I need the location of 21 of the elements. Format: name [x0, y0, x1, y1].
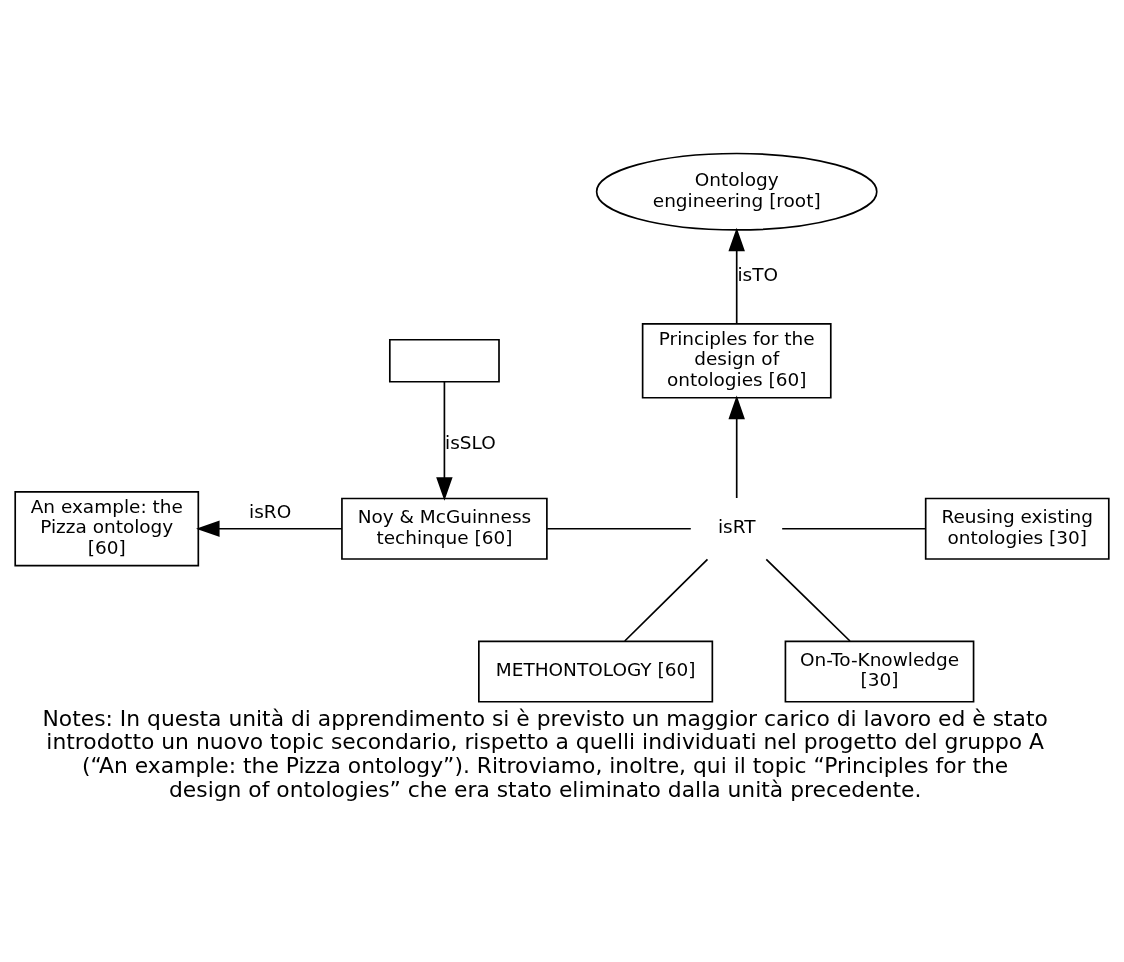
edge-label: isSLO	[445, 431, 496, 453]
node-ellipse: Ontology engineering [root]	[595, 152, 878, 231]
connector	[781, 527, 927, 530]
node-box	[389, 338, 500, 383]
node-box: Reusing existing ontologies [30]	[924, 497, 1110, 560]
edge-label: isRO	[249, 500, 292, 522]
arrow	[728, 227, 745, 324]
arrow	[196, 520, 343, 537]
connector	[546, 527, 692, 530]
arrow	[728, 395, 745, 499]
node-box: Principles for the design of ontologies [60]	[641, 322, 832, 399]
arrow	[436, 380, 453, 501]
connector	[623, 558, 709, 642]
node-box: METHONTOLOGY [60]	[478, 639, 714, 703]
edge-label: isTO	[737, 263, 778, 285]
node-box: On-To-Knowledge [30]	[784, 639, 975, 703]
node-box: An example: the Pizza ontology [60]	[14, 490, 200, 567]
caption: Notes: In questa unità di apprendimento si è previsto un maggior carico di lavoro ed è stato introdotto un nuovo topic secondario, rispetto a quelli individuati nel progetto del gruppo A (“An example: the Pizza ontology”). Ritroviamo, inoltre, qui il topic “Principles for the design of ontologies” che era stato eliminato dalla unità precedente.	[42, 705, 1048, 802]
node-box: Noy & McGuinness techinque [60]	[341, 497, 548, 560]
connector	[765, 558, 851, 642]
node-text: isRT	[717, 515, 756, 537]
